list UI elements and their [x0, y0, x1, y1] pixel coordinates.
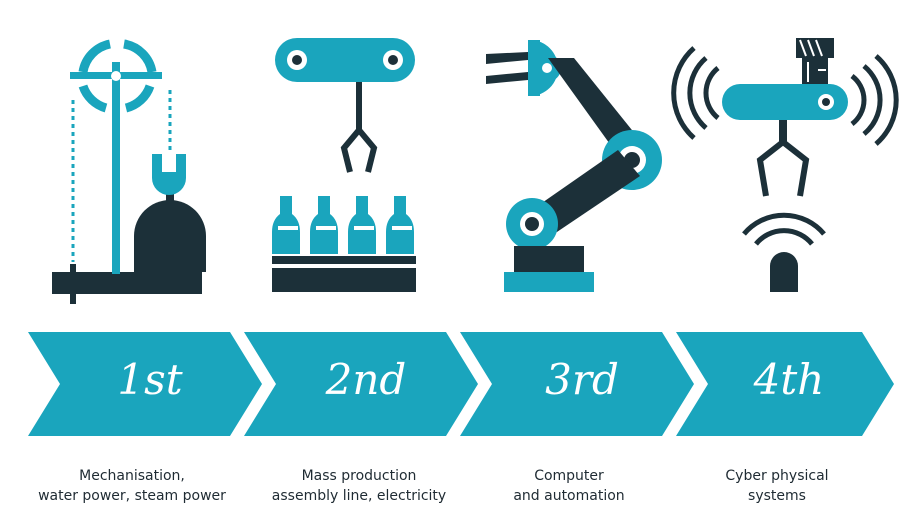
stage-1-caption: Mechanisation, water power, steam power — [22, 466, 242, 506]
stage-1-caption-line1: Mechanisation, — [22, 466, 242, 486]
stage-3-caption: Computer and automation — [476, 466, 662, 506]
stage-2-caption-line1: Mass production — [246, 466, 472, 486]
assembly-line-icon — [272, 38, 416, 292]
stage-2-label: 2nd — [276, 350, 456, 410]
stage-4-caption-line1: Cyber physical — [684, 466, 870, 486]
stage-4-label: 4th — [704, 350, 874, 410]
waterwheel-steam-icon — [52, 44, 206, 304]
stage-1-caption-line2: water power, steam power — [22, 486, 242, 506]
stage-3-label: 3rd — [492, 350, 672, 410]
stage-2-caption-line2: assembly line, electricity — [246, 486, 472, 506]
stage-1-label: 1st — [60, 350, 240, 410]
stage-4-caption-line2: systems — [684, 486, 870, 506]
stage-4-caption: Cyber physical systems — [684, 466, 870, 506]
wireless-robot-icon — [674, 38, 897, 292]
stage-2-caption: Mass production assembly line, electrici… — [246, 466, 472, 506]
stage-3-caption-line1: Computer — [476, 466, 662, 486]
robotic-arm-icon — [486, 40, 672, 292]
stage-3-caption-line2: and automation — [476, 486, 662, 506]
